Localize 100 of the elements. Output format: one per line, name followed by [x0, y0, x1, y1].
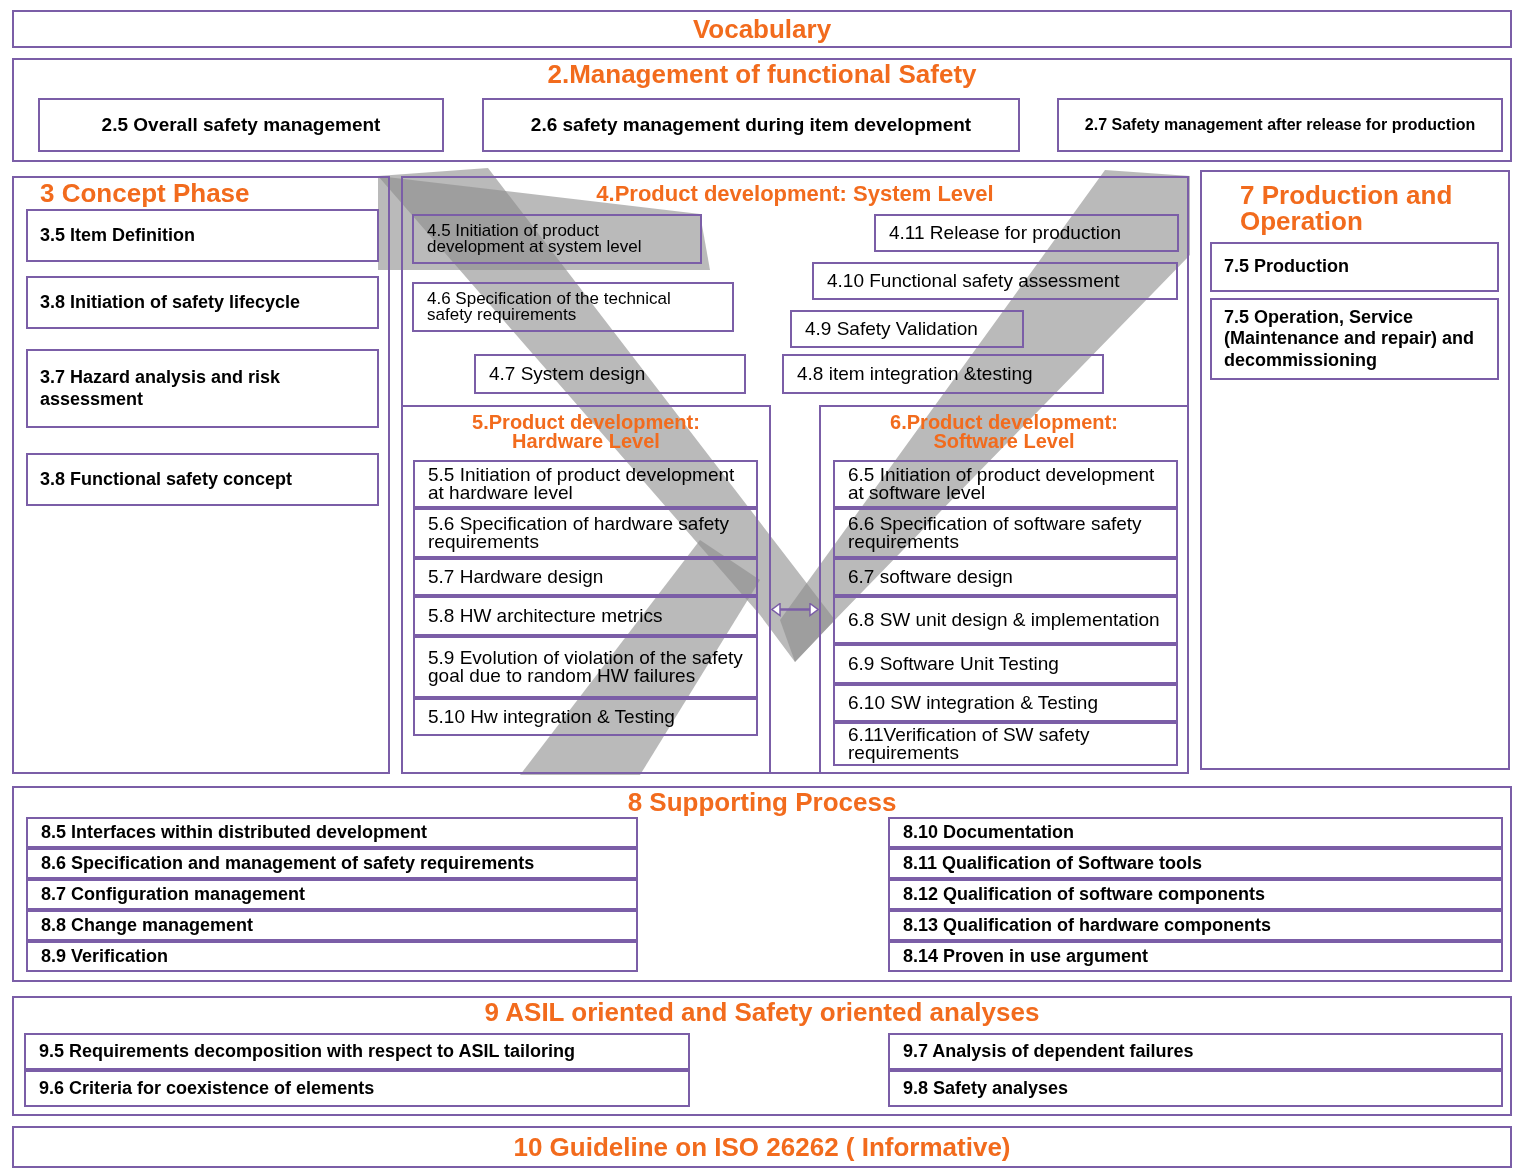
clause-text: 8.6 Specification and management of safety requirements — [41, 853, 535, 874]
clause-text: 7.5 Operation, Service (Maintenance and repair) and decommissioning — [1224, 306, 1476, 372]
clause-text: 6.7 software design — [848, 567, 1013, 586]
clause-text: 2.7 Safety management after release for production — [1084, 115, 1476, 136]
clause-box — [888, 1070, 1503, 1107]
clause-text: 8.13 Qualification of hardware components — [903, 915, 1272, 936]
clause-text: 8.14 Proven in use argument — [903, 946, 1149, 967]
double-arrow — [771, 602, 819, 617]
clause-box — [1210, 298, 1499, 380]
clause-box — [782, 354, 1104, 394]
clause-text: 4.7 System design — [489, 364, 646, 383]
clause-text: 6.5 Initiation of product development at software level — [848, 465, 1156, 503]
clause-text: 6.8 SW unit design & implementation — [848, 610, 1160, 629]
clause-text: 8.10 Documentation — [903, 822, 1075, 843]
clause-box — [413, 508, 758, 558]
clause-text: 5.8 HW architecture metrics — [428, 606, 663, 625]
clause-text: 8.8 Change management — [41, 915, 254, 936]
section-panel — [12, 786, 1512, 982]
clause-box — [833, 508, 1178, 558]
clause-box — [413, 558, 758, 596]
clause-text: 4.10 Functional safety assessment — [827, 271, 1120, 290]
clause-text: 6.11Verification of SW safety requirements — [848, 725, 1091, 763]
clause-text: 9.5 Requirements decomposition with respect to ASIL tailoring — [39, 1041, 576, 1062]
clause-text: 8.5 Interfaces within distributed development — [41, 822, 428, 843]
clause-box — [888, 1033, 1503, 1070]
section-heading: 4.Product development: System Level — [595, 180, 995, 207]
clause-box — [874, 214, 1179, 252]
clause-text: 9.8 Safety analyses — [903, 1078, 1069, 1099]
clause-box — [26, 910, 638, 941]
clause-text: 8.9 Verification — [41, 946, 169, 967]
clause-box — [24, 1033, 690, 1070]
section-panel — [401, 405, 771, 774]
section-band — [12, 1126, 1512, 1168]
section-heading: 6.Product development: Software Level — [889, 410, 1119, 451]
section-panel — [12, 58, 1512, 162]
clause-text: 8.12 Qualification of software components — [903, 884, 1266, 905]
clause-text: 5.9 Evolution of violation of the safety goal due to random HW failures — [428, 648, 743, 686]
clause-box — [26, 453, 379, 506]
clause-box — [474, 354, 746, 394]
clause-box — [790, 310, 1024, 348]
clause-text: 6.9 Software Unit Testing — [848, 654, 1059, 673]
clause-text: 9.7 Analysis of dependent failures — [903, 1041, 1194, 1062]
clause-text: 7.5 Production — [1224, 256, 1349, 278]
clause-box — [812, 262, 1178, 300]
clause-box — [413, 596, 758, 636]
clause-text: 5.10 Hw integration & Testing — [428, 707, 675, 726]
clause-text: 5.6 Specification of hardware safety requirements — [428, 514, 730, 552]
clause-box — [26, 349, 379, 428]
clause-box — [413, 636, 758, 698]
section-panel — [819, 405, 1189, 774]
clause-box — [888, 879, 1503, 910]
clause-text: 4.8 item integration &testing — [797, 364, 1033, 383]
clause-text: 2.5 Overall safety management — [101, 114, 381, 136]
clause-box — [833, 558, 1178, 596]
clause-text: 4.5 Initiation of product development at system level — [427, 222, 643, 256]
clause-box — [888, 910, 1503, 941]
clause-text: 5.5 Initiation of product development at hardware level — [428, 465, 736, 503]
section-panel — [1200, 170, 1510, 770]
clause-box — [413, 460, 758, 508]
clause-text: 4.11 Release for production — [889, 223, 1122, 242]
clause-box — [26, 848, 638, 879]
clause-box — [26, 209, 379, 262]
clause-text: 8.11 Qualification of Software tools — [903, 853, 1203, 874]
clause-box — [833, 460, 1178, 508]
clause-box — [833, 684, 1178, 722]
clause-box — [888, 817, 1503, 848]
clause-text: 4.6 Specification of the technical safety requirements — [427, 290, 672, 324]
section-band — [12, 10, 1512, 48]
clause-box — [833, 596, 1178, 644]
clause-text: 8.7 Configuration management — [41, 884, 306, 905]
clause-box — [412, 214, 702, 264]
clause-box — [412, 282, 734, 332]
section-heading: 9 ASIL oriented and Safety oriented analyses — [483, 998, 1041, 1027]
clause-text: 6.10 SW integration & Testing — [848, 693, 1098, 712]
clause-box — [24, 1070, 690, 1107]
clause-box — [833, 722, 1178, 766]
clause-text: 3.8 Functional safety concept — [40, 468, 293, 491]
clause-box — [888, 848, 1503, 879]
clause-box — [1057, 98, 1503, 152]
section-heading: 7 Production and Operation — [1239, 179, 1454, 234]
clause-text: 2.6 safety management during item development — [530, 114, 972, 136]
clause-box — [833, 644, 1178, 684]
clause-box — [888, 941, 1503, 972]
clause-box — [38, 98, 444, 152]
clause-box — [26, 276, 379, 329]
clause-text: 3.8 Initiation of safety lifecycle — [40, 291, 301, 314]
clause-text: 9.6 Criteria for coexistence of elements — [39, 1078, 375, 1099]
clause-text: 3.7 Hazard analysis and risk assessment — [40, 366, 282, 411]
clause-box — [482, 98, 1020, 152]
clause-text: 5.7 Hardware design — [428, 567, 604, 586]
section-heading: 3 Concept Phase — [39, 178, 251, 208]
clause-box — [26, 817, 638, 848]
clause-box — [413, 698, 758, 736]
section-heading: 5.Product development: Hardware Level — [471, 410, 701, 451]
section-heading: 2.Management of functional Safety — [546, 60, 978, 89]
section-heading: 8 Supporting Process — [626, 788, 898, 817]
clause-text: 6.6 Specification of software safety requirements — [848, 514, 1143, 552]
section-heading: 10 Guideline on ISO 26262 ( Informative) — [513, 1130, 1011, 1164]
clause-text: 3.5 Item Definition — [40, 224, 196, 247]
section-panel — [12, 176, 390, 774]
